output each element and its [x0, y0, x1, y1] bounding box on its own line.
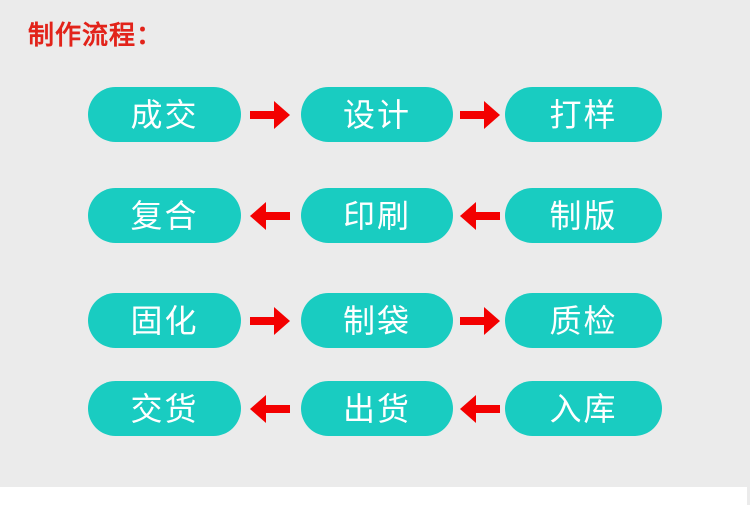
arrow-left-icon [250, 395, 290, 423]
flow-step: 成交 [88, 87, 241, 142]
arrow-right-icon [460, 307, 500, 335]
arrow-left-icon [460, 395, 500, 423]
flow-step: 制版 [505, 188, 662, 243]
page-title: 制作流程： [28, 20, 164, 50]
flow-step: 印刷 [301, 188, 453, 243]
arrow-right-icon [250, 307, 290, 335]
arrow-left-icon [460, 202, 500, 230]
flow-step: 打样 [505, 87, 662, 142]
arrow-left-icon [250, 202, 290, 230]
flow-step: 入库 [505, 381, 662, 436]
white-footer-strip [0, 487, 747, 505]
arrow-right-icon [460, 101, 500, 129]
flow-step: 设计 [301, 87, 453, 142]
flow-step: 交货 [88, 381, 241, 436]
flow-step: 质检 [505, 293, 662, 348]
arrow-right-icon [250, 101, 290, 129]
flow-step: 制袋 [301, 293, 453, 348]
flow-step: 固化 [88, 293, 241, 348]
flow-step: 出货 [301, 381, 453, 436]
flow-step: 复合 [88, 188, 241, 243]
